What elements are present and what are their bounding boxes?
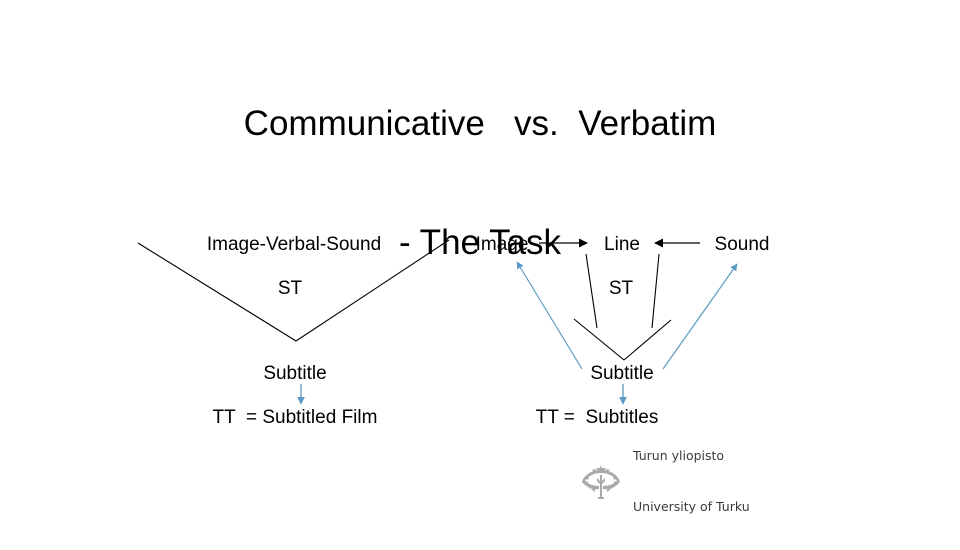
university-of-turku-crest-icon <box>578 459 624 505</box>
right-source-sound: Sound <box>714 234 770 255</box>
logo-text-line-2: University of Turku <box>633 498 750 514</box>
right-source-image: Image <box>475 234 529 255</box>
left-source-label: Image-Verbal-Sound <box>206 234 382 255</box>
left-target-label: Subtitle <box>263 363 327 384</box>
right-target-label: Subtitle <box>590 363 654 384</box>
university-logo: Turun yliopisto University of Turku <box>578 448 793 514</box>
logo-text-line-1: Turun yliopisto <box>633 448 725 464</box>
page-title: Communicative vs. Verbatim - The Task <box>60 24 900 343</box>
right-source-line: Line <box>604 234 640 255</box>
right-source-type: ST <box>608 278 634 299</box>
university-logo-text: Turun yliopisto University of Turku <box>633 415 750 550</box>
left-source-type: ST <box>277 278 303 299</box>
right-target-type: TT = Subtitles <box>535 407 659 428</box>
left-target-type: TT = Subtitled Film <box>212 407 378 428</box>
title-line-1: Communicative vs. Verbatim <box>243 103 717 143</box>
